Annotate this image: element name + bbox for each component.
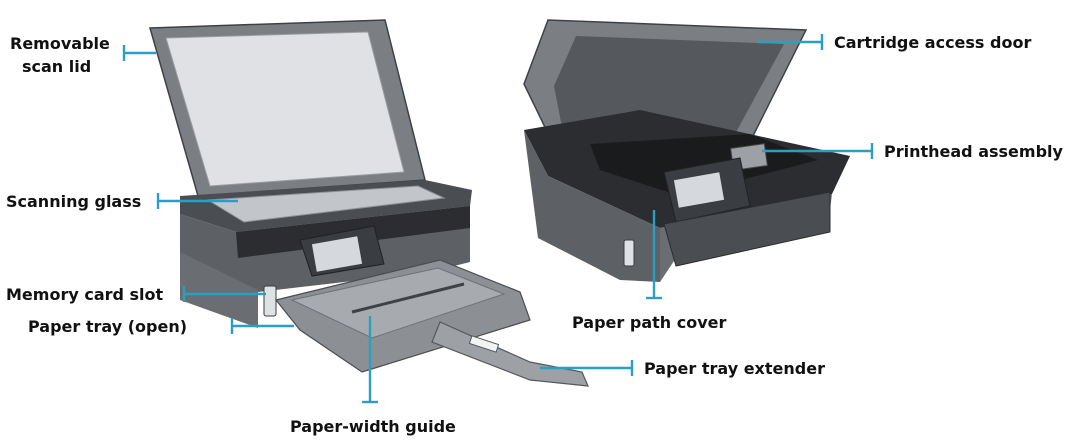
paper-tray-extender xyxy=(431,321,589,387)
label-printhead-assembly: Printhead assembly xyxy=(884,142,1064,161)
right-printer xyxy=(523,19,850,282)
labels: Removable scan lid Scanning glass Memory… xyxy=(6,33,1064,436)
label-paper-tray-extender: Paper tray extender xyxy=(644,359,825,378)
paper-tray-extender-slot xyxy=(468,335,500,353)
memory-card-slot xyxy=(263,285,277,317)
left-printer xyxy=(149,19,589,387)
label-cartridge-access-door: Cartridge access door xyxy=(834,33,1031,52)
control-panel-screen xyxy=(311,236,363,272)
label-removable-scan-lid-line2: scan lid xyxy=(22,57,91,76)
paper-width-guide-rail xyxy=(351,282,465,314)
label-removable-scan-lid-line1: Removable xyxy=(10,34,110,53)
right-memory-card-slot xyxy=(623,239,635,267)
label-paper-path-cover: Paper path cover xyxy=(572,313,726,332)
paper-tray-inner xyxy=(290,267,506,339)
label-paper-tray-open: Paper tray (open) xyxy=(28,317,187,336)
label-memory-card-slot: Memory card slot xyxy=(6,285,164,304)
label-paper-width-guide: Paper-width guide xyxy=(290,417,456,436)
scanning-glass-surface xyxy=(206,185,446,223)
right-control-panel-screen xyxy=(673,172,725,208)
label-scanning-glass: Scanning glass xyxy=(6,192,141,211)
leader-lines xyxy=(122,34,874,404)
scan-lid-pad xyxy=(165,31,405,187)
paper-path-cover xyxy=(663,191,831,267)
printer-body-lower xyxy=(180,252,258,328)
